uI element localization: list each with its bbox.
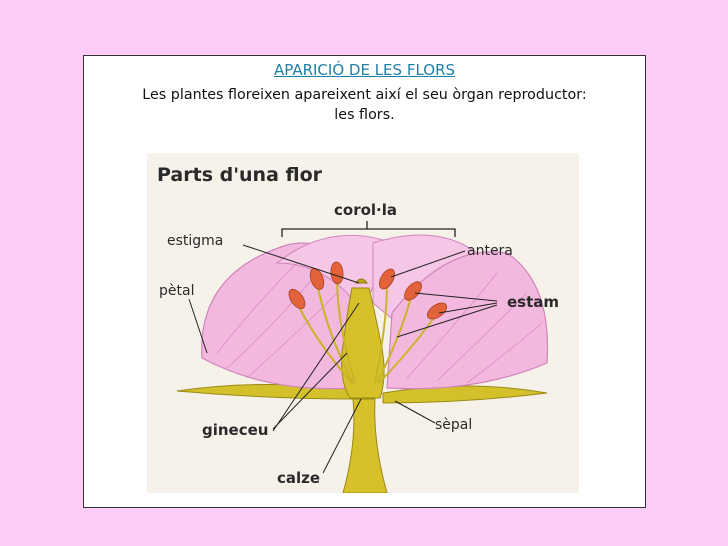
corolla-bracket bbox=[281, 228, 456, 237]
leader-estam-1 bbox=[414, 292, 498, 302]
anthers bbox=[288, 261, 448, 320]
stigma bbox=[355, 278, 369, 284]
slide-description: Les plantes floreixen apareixent així el… bbox=[90, 85, 639, 125]
label-estigma: estigma bbox=[167, 233, 223, 249]
label-estam: estam bbox=[507, 293, 559, 311]
anther-4 bbox=[379, 268, 395, 290]
anther-2 bbox=[309, 268, 325, 290]
petal-veins bbox=[216, 262, 543, 384]
label-gineceu: gineceu bbox=[202, 421, 268, 439]
leader-petal bbox=[188, 298, 208, 354]
slide-title: APARICIÓ DE LES FLORS bbox=[273, 61, 456, 79]
leader-gineceu-2 bbox=[272, 302, 360, 432]
description-line-2: les flors. bbox=[334, 107, 395, 123]
leader-estam-3 bbox=[396, 304, 498, 338]
anther-1 bbox=[288, 288, 306, 310]
leader-estam-2 bbox=[438, 302, 498, 314]
description-line-1: Les plantes floreixen apareixent així el… bbox=[142, 87, 587, 103]
label-sepal: sèpal bbox=[435, 417, 472, 433]
leader-antera bbox=[390, 250, 466, 278]
label-calze: calze bbox=[277, 469, 320, 487]
label-corolla: corol·la bbox=[334, 201, 397, 219]
leader-gineceu-1 bbox=[272, 352, 348, 430]
leader-estigma bbox=[242, 244, 360, 284]
leader-sepal bbox=[394, 400, 436, 424]
leader-lines bbox=[188, 244, 498, 474]
label-petal: pètal bbox=[159, 283, 194, 299]
stem bbox=[342, 398, 388, 493]
slide-card: APARICIÓ DE LES FLORS Les plantes florei… bbox=[83, 55, 646, 508]
anther-5 bbox=[404, 281, 422, 301]
petal-right bbox=[386, 251, 549, 390]
flower-diagram: Parts d'una flor bbox=[147, 153, 579, 493]
leader-calze bbox=[322, 398, 362, 474]
label-antera: antera bbox=[467, 243, 513, 259]
anther-6 bbox=[426, 302, 448, 320]
diagram-heading: Parts d'una flor bbox=[157, 164, 323, 186]
